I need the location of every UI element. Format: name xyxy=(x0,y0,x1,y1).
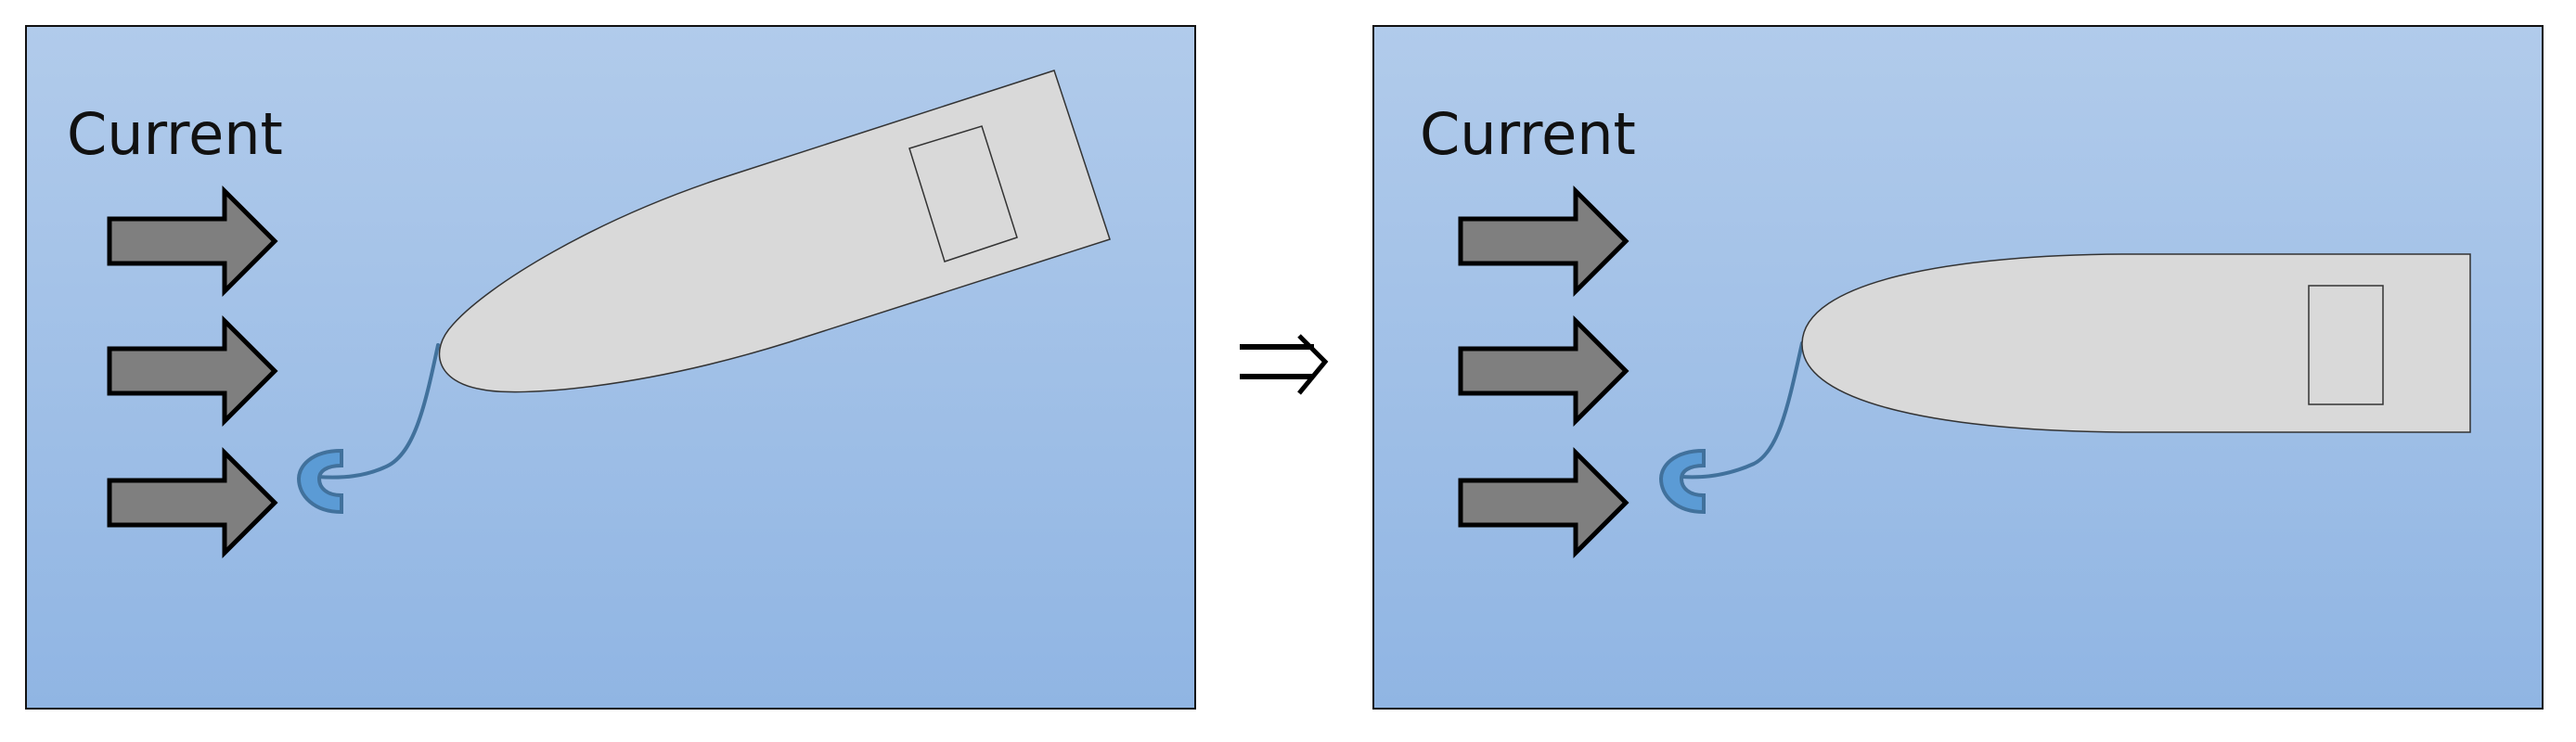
ship-bridge xyxy=(908,125,1018,262)
anchor-icon xyxy=(296,448,343,515)
transition-arrow-icon xyxy=(1240,334,1329,395)
current-label: Current xyxy=(67,100,283,168)
ship xyxy=(438,70,1111,393)
mooring-line xyxy=(1680,341,1804,480)
ship-hull xyxy=(1801,253,2471,433)
mooring-line xyxy=(316,343,440,480)
ship xyxy=(1801,253,2471,433)
ship-hull xyxy=(438,70,1111,393)
current-label: Current xyxy=(1420,100,1636,168)
anchor-icon xyxy=(1658,448,1706,515)
ship-bridge xyxy=(2308,285,2384,405)
current-arrows xyxy=(1461,191,1626,553)
current-arrows xyxy=(109,191,275,553)
panel-before: Current xyxy=(25,25,1196,710)
panel-after: Current xyxy=(1372,25,2544,710)
